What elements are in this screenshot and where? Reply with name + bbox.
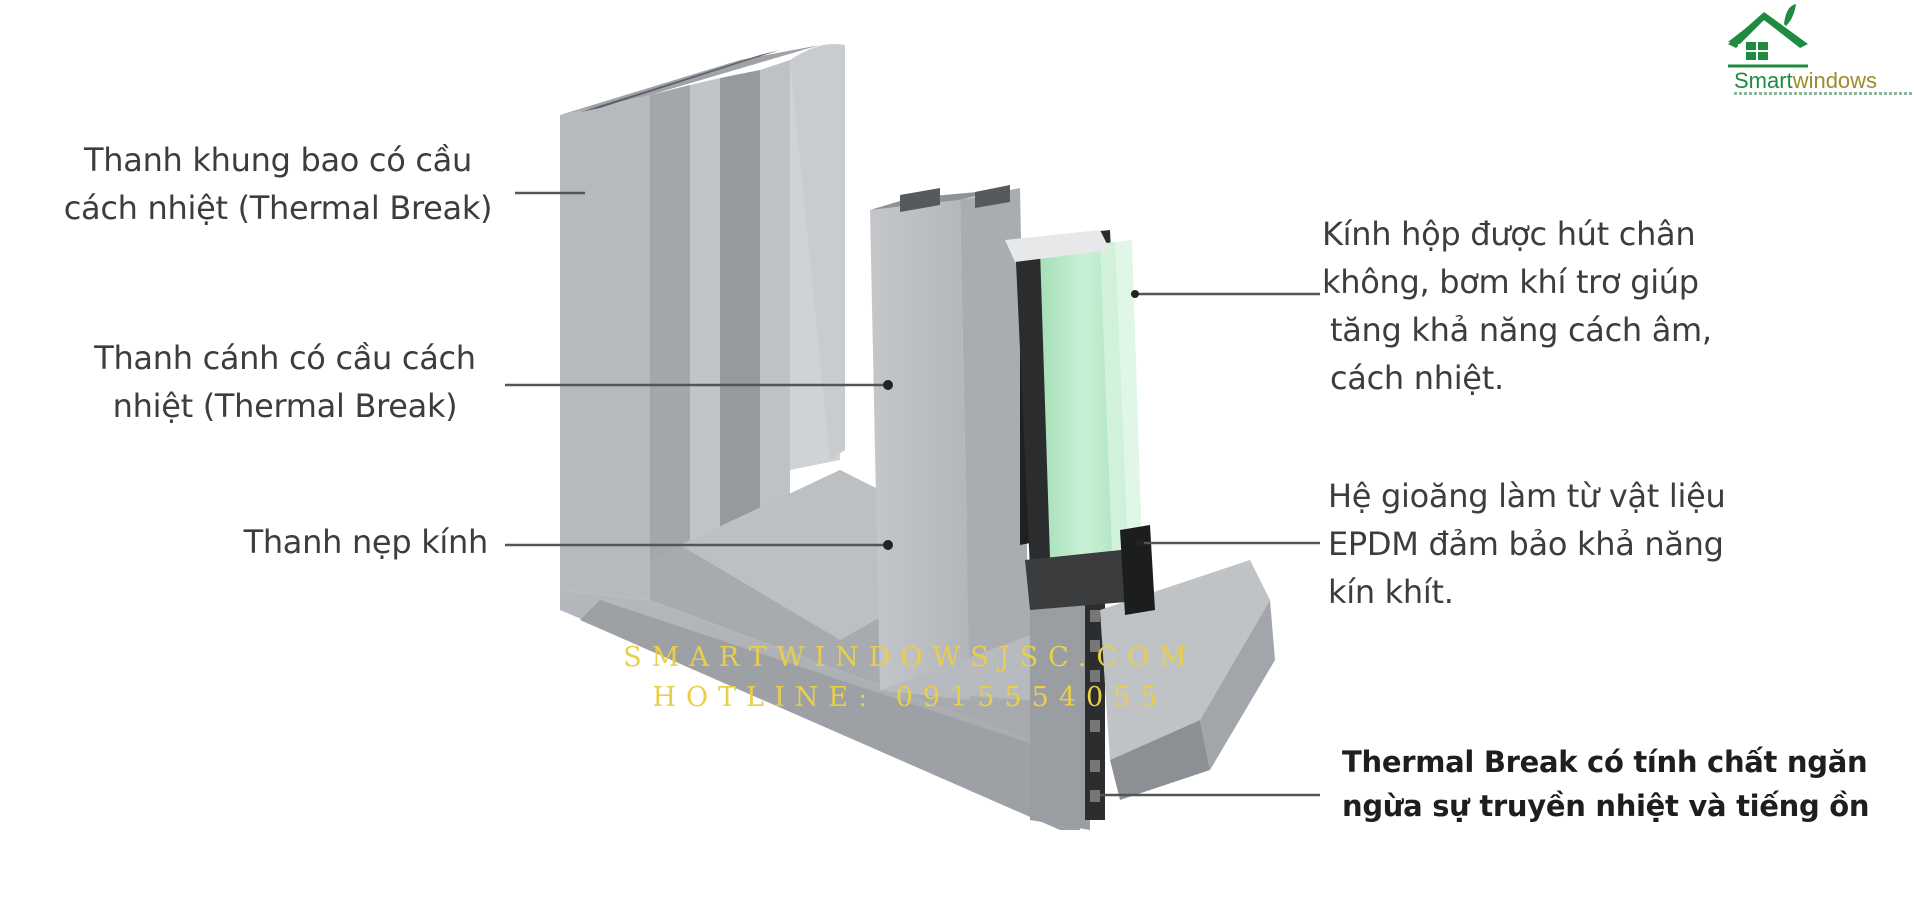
leader-lines xyxy=(505,191,1320,797)
house-logo-icon xyxy=(1728,4,1808,68)
label-gasket-line-3: kín khít. xyxy=(1328,573,1454,611)
logo-wordmark-smart: Smart xyxy=(1734,68,1793,93)
label-insulated-glass-line-3: tăng khả năng cách âm, xyxy=(1330,311,1712,349)
label-glass-bead-line-1: Thanh nẹp kính xyxy=(243,523,489,561)
logo-wordmark: Smartwindows xyxy=(1734,68,1877,94)
label-glass-bead: Thanh nẹp kính xyxy=(150,518,489,566)
label-frame-bar-line-2: cách nhiệt (Thermal Break) xyxy=(63,189,493,227)
label-frame-bar-line-1: Thanh khung bao có cầu xyxy=(84,141,472,179)
label-sash-bar: Thanh cánh có cầu cách nhiệt (Thermal Br… xyxy=(70,334,500,430)
watermark-website: SMARTWINDOWSJSC.COM xyxy=(623,642,1197,673)
label-thermal-break: Thermal Break có tính chất ngăn ngừa sự … xyxy=(1342,740,1902,828)
thermal-break-strip xyxy=(1085,600,1105,820)
label-insulated-glass-line-4: cách nhiệt. xyxy=(1330,359,1504,397)
label-gasket-line-2: EPDM đảm bảo khả năng xyxy=(1328,525,1724,563)
label-gasket: Hệ gioăng làm từ vật liệu EPDM đảm bảo k… xyxy=(1328,472,1788,616)
label-insulated-glass-line-2: không, bơm khí trơ giúp xyxy=(1322,263,1699,301)
watermark-hotline: HOTLINE: 0915554055 xyxy=(652,682,1168,713)
label-frame-bar: Thanh khung bao có cầu cách nhiệt (Therm… xyxy=(38,136,518,232)
label-sash-bar-line-2: nhiệt (Thermal Break) xyxy=(112,387,458,425)
label-insulated-glass: Kính hộp được hút chân không, bơm khí tr… xyxy=(1322,210,1752,402)
label-thermal-break-line-2: ngừa sự truyền nhiệt và tiếng ồn xyxy=(1342,789,1870,823)
label-sash-bar-line-1: Thanh cánh có cầu cách xyxy=(94,339,476,377)
outer-frame xyxy=(560,44,1110,830)
leader-dots xyxy=(883,290,1144,550)
logo-tagline-decoration xyxy=(1734,92,1912,95)
insulated-glass-unit xyxy=(1005,230,1155,615)
label-insulated-glass-line-1: Kính hộp được hút chân xyxy=(1322,215,1696,253)
logo-wordmark-windows: windows xyxy=(1792,68,1878,93)
label-gasket-line-1: Hệ gioăng làm từ vật liệu xyxy=(1328,477,1726,515)
label-thermal-break-line-1: Thermal Break có tính chất ngăn xyxy=(1342,745,1868,779)
